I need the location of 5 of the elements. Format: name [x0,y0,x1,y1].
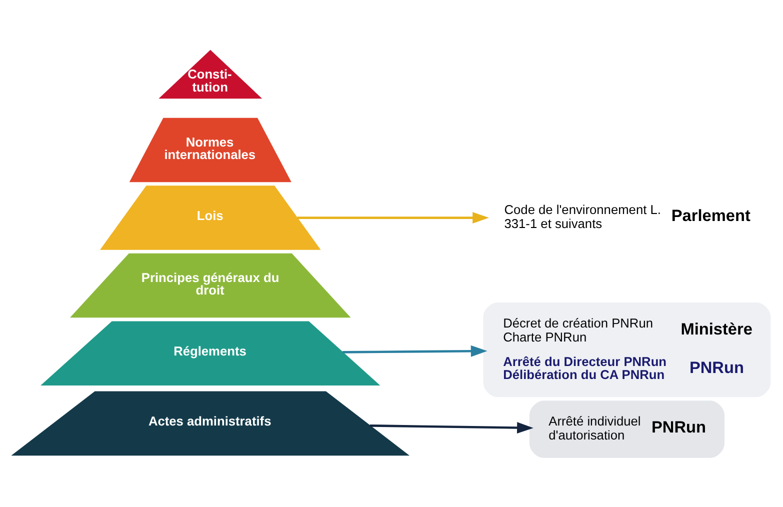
arrow [342,344,488,356]
arrow [297,212,489,224]
arrow [370,422,534,433]
node-box: Décret de création PNRun Charte PNRun Ministère Arrêté du Directeur PNRun Délibération du CA PNRun PNRun [483,302,771,397]
node-text: Code de l'environnement L. 331-1 et suivants Parlement [504,202,750,231]
